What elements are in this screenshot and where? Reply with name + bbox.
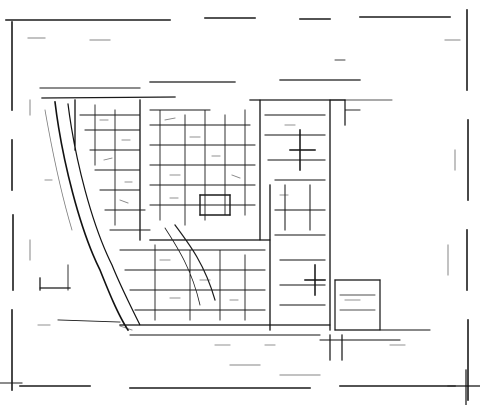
left-marks (39, 264, 121, 323)
sheet-border (0, 9, 480, 401)
frame-ticks (27, 37, 461, 376)
road-lines (39, 79, 393, 101)
curved-road (44, 101, 141, 332)
lower-right-structure (319, 279, 431, 361)
lower-plots (119, 224, 266, 321)
parcel-lines (79, 104, 256, 231)
registration-mark (447, 369, 480, 405)
plot-marks (37, 117, 406, 346)
upper-right-branch (329, 59, 361, 126)
right-plots (264, 114, 326, 306)
